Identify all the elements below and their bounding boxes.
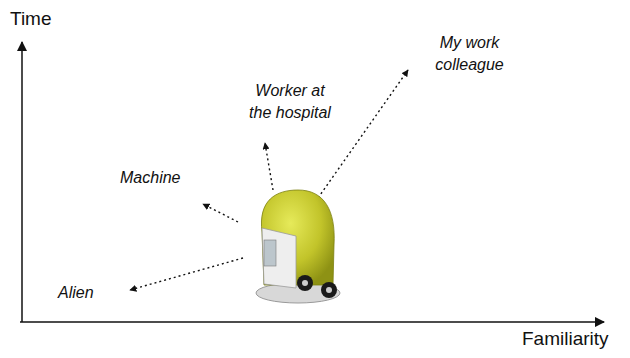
robot-hub (326, 287, 332, 293)
dotted-arrow (130, 258, 243, 290)
robot-hub (302, 280, 308, 286)
category-label: Machine (120, 167, 180, 189)
category-label: Alien (58, 282, 94, 304)
robot-wheel (297, 275, 313, 291)
familiarity-axis (20, 321, 604, 323)
dotted-arrow (265, 143, 273, 190)
category-label: My work colleague (422, 32, 517, 76)
axis-label: Time (10, 8, 52, 30)
robot-illustration (256, 190, 340, 303)
time-axis (21, 42, 23, 322)
robot-front-panel (262, 228, 296, 288)
dotted-arrow (203, 204, 238, 222)
robot-wheel (321, 282, 337, 298)
category-label: Worker at the hospital (245, 80, 335, 124)
dotted-arrow (318, 70, 408, 198)
axis-label: Familiarity (522, 328, 609, 350)
robot-screen (264, 240, 276, 266)
